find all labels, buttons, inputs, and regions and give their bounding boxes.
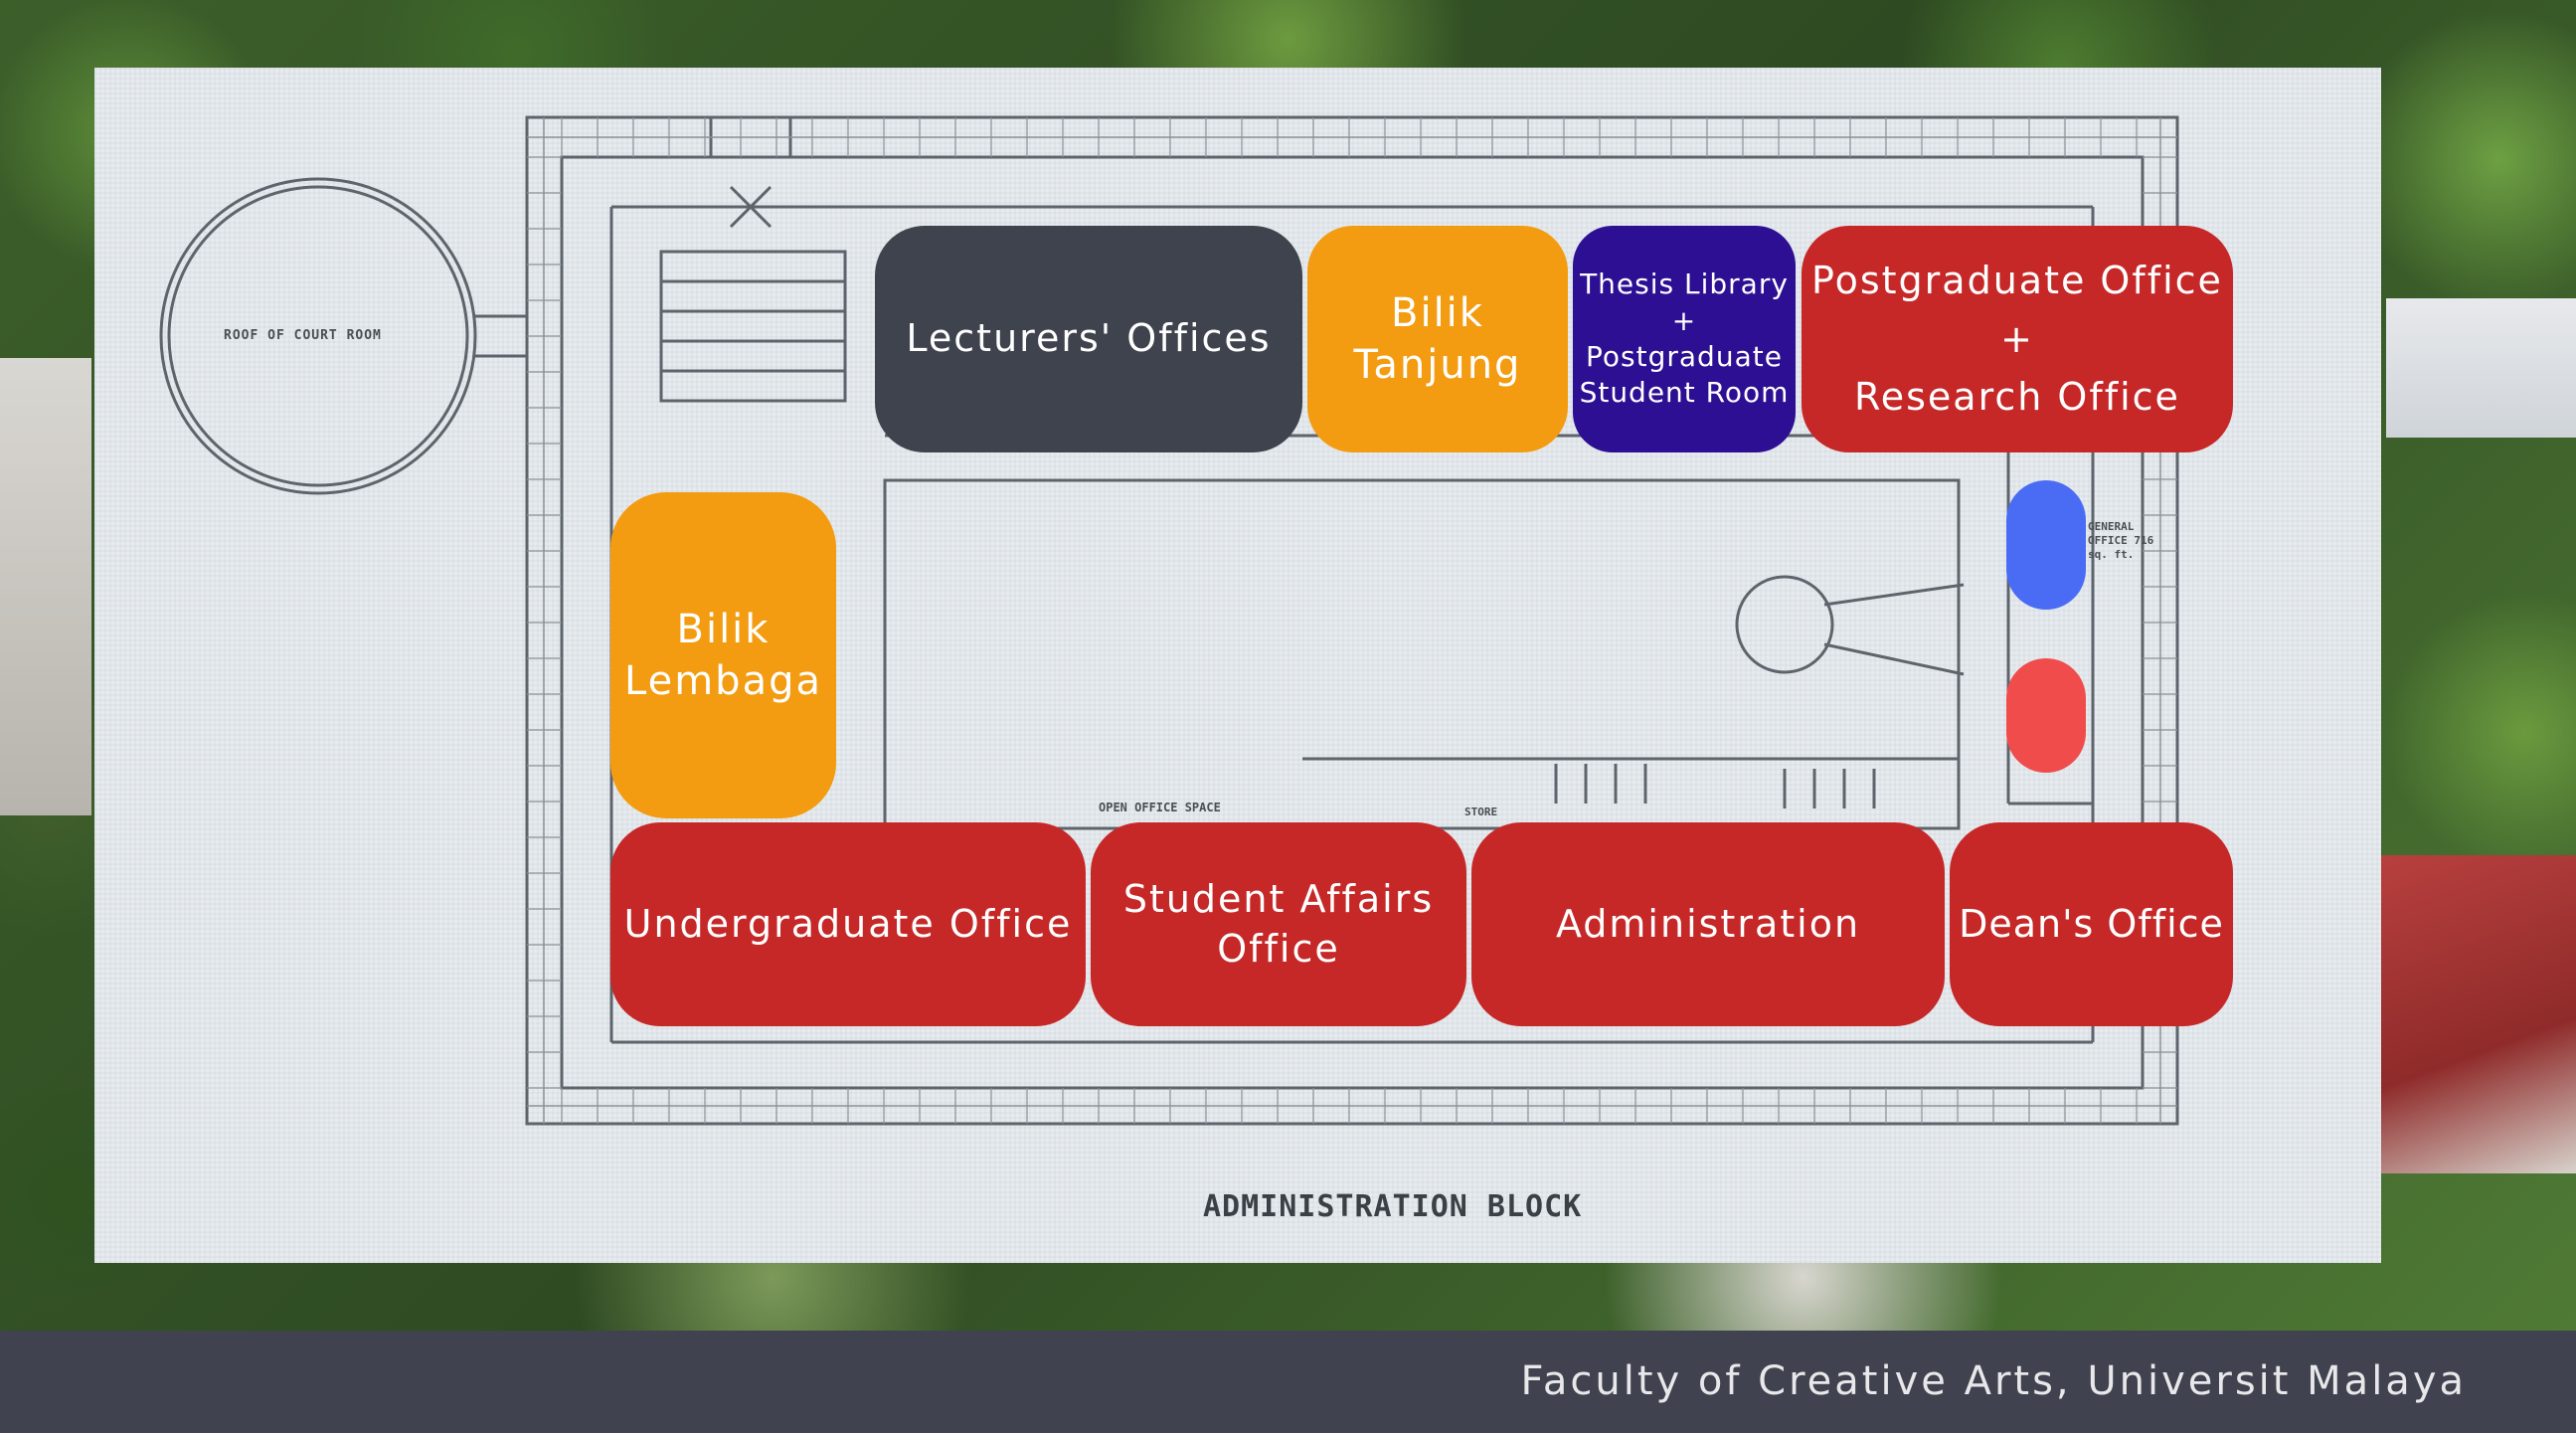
room-label: + [1671,303,1697,337]
room-bilik-lembaga[interactable]: Bilik Lembaga [610,492,836,818]
background-roof [2381,855,2576,1173]
room-label: Thesis Library [1580,268,1789,301]
room-student-affairs-office[interactable]: Student Affairs Office [1091,822,1466,1026]
room-label: Bilik [1391,290,1484,336]
room-label: + [2000,316,2034,361]
room-lecturers-offices[interactable]: Lecturers' Offices [875,226,1302,452]
general-office-label: GENERAL OFFICE 716 sq. ft. [2088,520,2154,561]
room-thesis-library[interactable]: Thesis Library + Postgraduate Student Ro… [1573,226,1796,452]
room-deans-office[interactable]: Dean's Office [1950,822,2233,1026]
room-label: Student Affairs [1122,877,1435,922]
location-marker-red[interactable] [2006,658,2086,773]
room-label: Lecturers' Offices [906,316,1272,361]
room-label: Administration [1555,901,1861,946]
room-label: Undergraduate Office [623,901,1073,946]
background-building-left [0,358,91,815]
room-label: Office [1217,926,1340,971]
store-label: STORE [1464,806,1498,818]
room-label: Dean's Office [1959,901,2224,946]
room-label: Bilik [676,607,771,652]
background-building [2386,298,2576,438]
footer-caption: Faculty of Creative Arts, Universit Mala… [1520,1358,2467,1404]
room-undergraduate-office[interactable]: Undergraduate Office [610,822,1086,1026]
room-label: Postgraduate [1586,340,1783,373]
room-label: Student Room [1579,376,1790,410]
open-office-label: OPEN OFFICE SPACE [1099,801,1221,814]
court-room-label: ROOF OF COURT ROOM [224,328,382,343]
block-title: ADMINISTRATION BLOCK [1203,1189,1583,1224]
room-label: Lembaga [624,658,822,704]
room-postgraduate-office[interactable]: Postgraduate Office + Research Office [1802,226,2233,452]
room-label: Postgraduate Office [1811,258,2223,302]
room-label: Research Office [1854,375,2180,420]
room-bilik-tanjung[interactable]: Bilik Tanjung [1307,226,1568,452]
location-marker-blue[interactable] [2006,480,2086,610]
footer-bar: Faculty of Creative Arts, Universit Mala… [0,1331,2576,1433]
room-administration[interactable]: Administration [1471,822,1945,1026]
room-label: Tanjung [1353,342,1522,388]
